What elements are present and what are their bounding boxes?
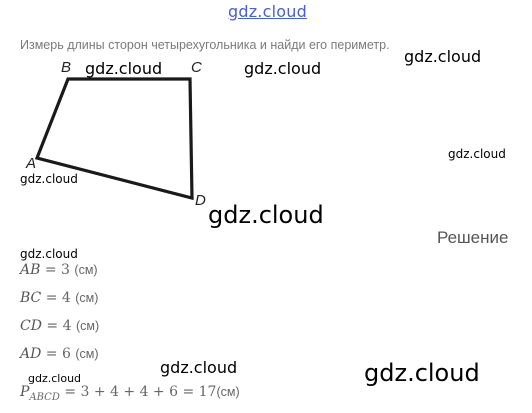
vertex-label-c: C <box>191 59 202 76</box>
watermark: gdz.cloud <box>244 59 322 78</box>
watermark: gdz.cloud <box>20 247 78 261</box>
vertex-label-d: D <box>195 192 206 209</box>
formula-ab: AB = 3 (см) <box>20 262 98 278</box>
formula-value: = 4 <box>46 318 72 334</box>
formula-value: = 4 <box>45 290 71 306</box>
solution-heading: Решение <box>437 228 509 247</box>
quadrilateral-abcd <box>34 77 194 201</box>
watermark: gdz.cloud <box>160 358 238 377</box>
watermark: gdz.cloud <box>404 47 482 66</box>
watermark: gdz.cloud <box>448 147 506 161</box>
watermark: gdz.cloud <box>28 372 82 385</box>
site-logo-link[interactable]: gdz.cloud <box>228 2 307 21</box>
perimeter-symbol: P <box>20 384 30 400</box>
formula-cd: CD = 4 (см) <box>20 318 99 334</box>
perimeter-unit: (см) <box>216 385 240 399</box>
formula-unit: (см) <box>74 263 98 277</box>
perimeter-subscript: ABCD <box>29 391 60 403</box>
formula-bc: BC = 4 (см) <box>20 290 98 306</box>
formula-value: = 6 <box>45 346 71 362</box>
watermark: gdz.cloud <box>85 59 163 78</box>
formula-perimeter: PABCD = 3 + 4 + 4 + 6 = 17(см) <box>20 384 240 403</box>
formula-lhs: AB <box>20 262 41 278</box>
watermark: gdz.cloud <box>208 201 324 229</box>
watermark: gdz.cloud <box>20 172 78 186</box>
formula-lhs: AD <box>20 346 42 362</box>
vertex-label-b: B <box>61 59 71 76</box>
formula-lhs: BC <box>20 290 42 306</box>
watermark: gdz.cloud <box>364 359 480 387</box>
formula-lhs: CD <box>20 318 42 334</box>
formula-unit: (см) <box>75 347 99 361</box>
formula-unit: (см) <box>75 319 100 333</box>
formula-unit: (см) <box>75 291 99 305</box>
perimeter-expression: = 3 + 4 + 4 + 6 = 17 <box>64 384 217 400</box>
formula-ad: AD = 6 (см) <box>20 346 99 362</box>
formula-value: = 3 <box>44 262 70 278</box>
task-text: Измерь длины сторон четырехугольника и н… <box>20 38 390 52</box>
vertex-label-a: A <box>25 155 36 172</box>
